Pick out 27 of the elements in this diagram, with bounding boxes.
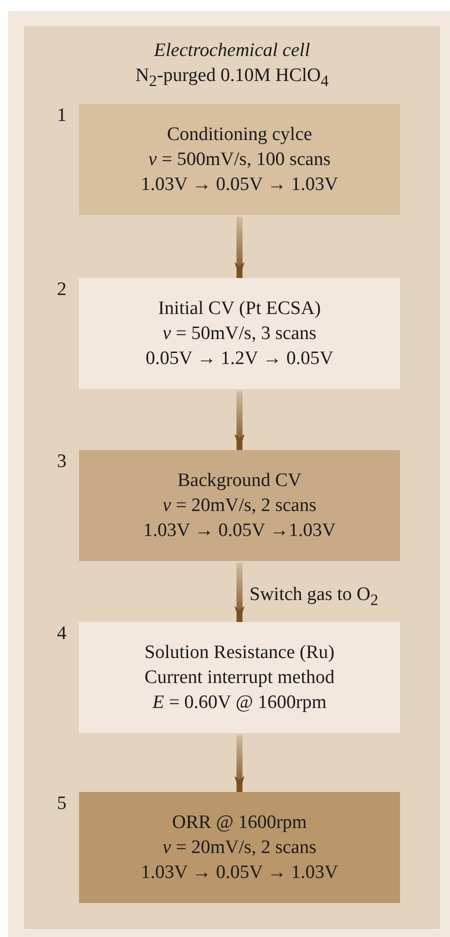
step-title: Initial CV (Pt ECSA) [157,297,322,321]
step-detail: v = 500mV/s, 100 scans [147,148,332,172]
step-detail: 1.03V → 0.05V → 1.03V [140,861,340,885]
step-detail: 1.03V → 0.05V → 1.03V [140,173,340,197]
step-title: Conditioning cylce [166,123,314,147]
panel [24,26,440,929]
step-title: Background CV [176,469,302,493]
arrow [234,217,244,278]
step-detail: v = 50mV/s, 3 scans [162,322,318,346]
arrow [234,563,244,622]
step-number: 3 [57,452,66,472]
panel-subtitle: N$_{2}$-purged 0.10M HClO$_{4}$ [134,64,330,92]
step-number: 2 [57,280,66,300]
step-number: 5 [57,794,66,814]
step-title: Solution Resistance (Ru) [144,641,336,665]
step-title: ORR @ 1600rpm [171,811,308,835]
step-detail: v = 20mV/s, 2 scans [162,836,318,860]
step-detail: 1.03V → 0.05V →1.03V [142,519,337,543]
step-detail: E = 0.60V @ 1600rpm [151,691,328,715]
arrow [234,735,244,792]
step-detail: Current interrupt method [144,666,336,690]
step-detail: 0.05V → 1.2V → 0.05V [144,347,334,371]
step-detail: v = 20mV/s, 2 scans [162,494,318,518]
step-number: 4 [57,624,66,644]
panel-title: Electrochemical cell [152,39,311,63]
step-number: 1 [57,106,66,126]
arrow [234,391,244,450]
